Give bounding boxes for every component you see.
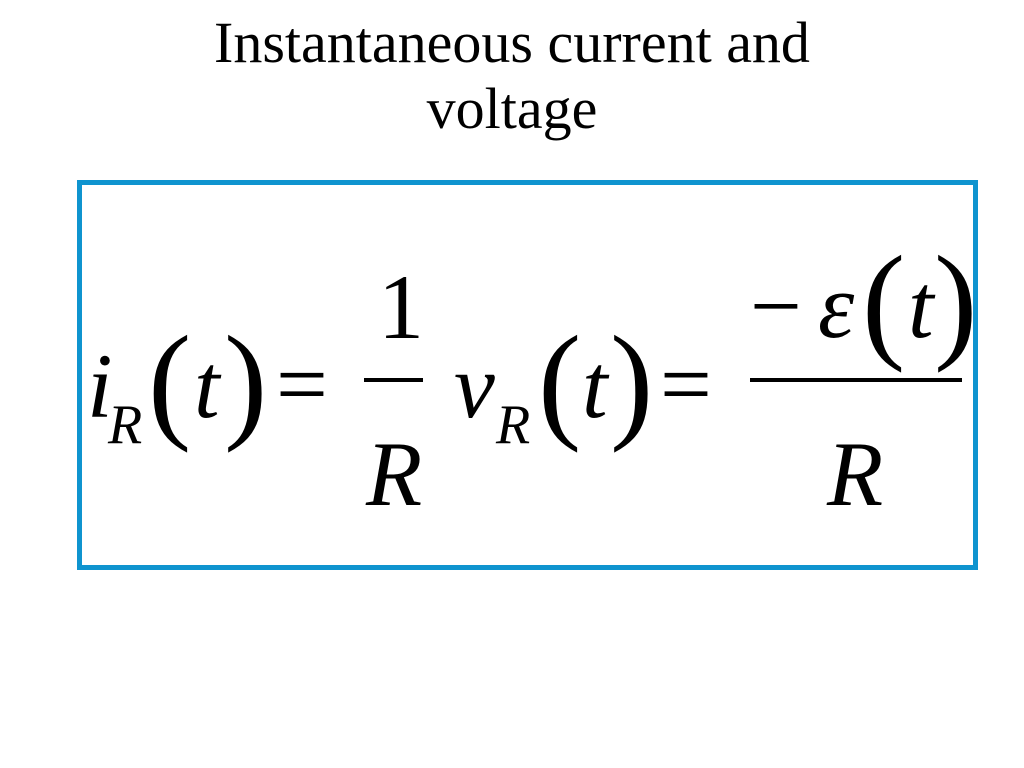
minus-sign: − <box>750 255 802 357</box>
title-line-1: Instantaneous current and <box>214 10 810 75</box>
equation-box: i R ( t ) = 1 R v R ( t ) = − ε ( t ) R <box>77 180 978 570</box>
equation: i R ( t ) = 1 R v R ( t ) = − ε ( t ) R <box>87 230 977 525</box>
voltage-symbol: v <box>454 335 495 437</box>
fraction-denominator-r-1: R <box>365 423 422 525</box>
left-paren-2: ( <box>538 310 581 454</box>
current-symbol: i <box>87 335 113 437</box>
equals-sign-1: = <box>276 333 328 435</box>
left-paren-3: ( <box>862 230 905 374</box>
left-paren-1: ( <box>148 310 191 454</box>
title-line-2: voltage <box>426 76 598 141</box>
equals-sign-2: = <box>660 333 712 435</box>
time-variable-2: t <box>582 335 610 437</box>
right-paren-2: ) <box>610 310 653 454</box>
right-paren-1: ) <box>224 310 267 454</box>
right-paren-3: ) <box>934 230 977 374</box>
time-variable-3: t <box>908 255 936 357</box>
fraction-denominator-r-2: R <box>826 423 883 525</box>
fraction-numerator-one: 1 <box>378 256 424 358</box>
emf-symbol: ε <box>818 255 855 357</box>
current-subscript: R <box>107 394 142 456</box>
time-variable-1: t <box>194 335 222 437</box>
slide-title: Instantaneous current and voltage <box>0 10 1024 142</box>
voltage-subscript: R <box>495 394 530 456</box>
